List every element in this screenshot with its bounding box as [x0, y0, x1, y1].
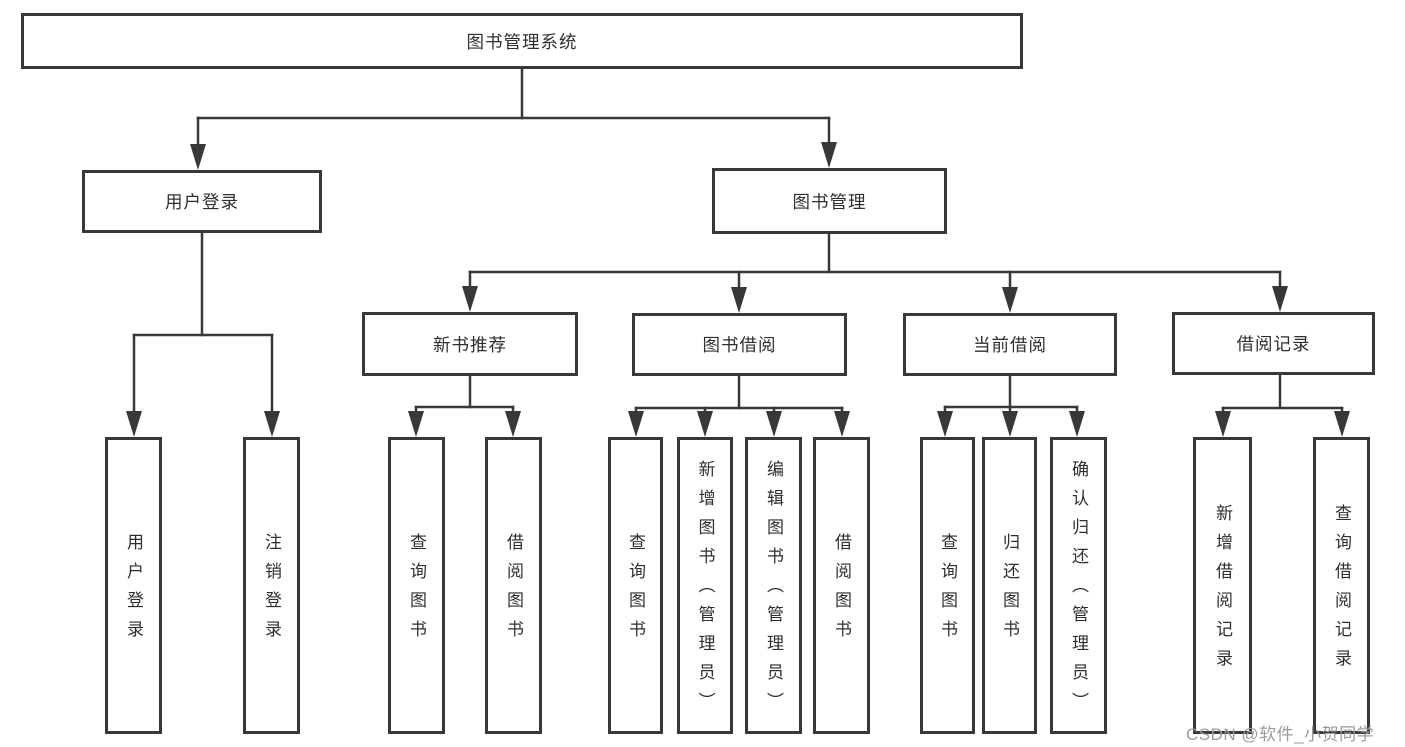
arrowhead-icon — [190, 144, 206, 170]
arrowhead-icon — [766, 411, 782, 437]
arrowhead-icon — [462, 286, 478, 312]
arrowhead-icon — [1069, 411, 1085, 437]
node-query-books-1: 查询图书 — [388, 437, 445, 734]
node-user-login: 用户登录 — [82, 170, 322, 233]
node-user-login-leaf: 用户登录 — [105, 437, 162, 734]
arrowhead-icon — [1002, 411, 1018, 437]
node-new-book-recommend: 新书推荐 — [362, 312, 578, 376]
arrowhead-icon — [1002, 287, 1018, 313]
arrowhead-icon — [1215, 411, 1231, 437]
node-query-books-3: 查询图书 — [920, 437, 975, 734]
arrowhead-icon — [697, 411, 713, 437]
node-borrow-books-2: 借阅图书 — [813, 437, 870, 734]
node-return-books: 归还图书 — [982, 437, 1037, 734]
arrowhead-icon — [1334, 411, 1350, 437]
arrowhead-icon — [1272, 286, 1288, 312]
node-query-books-2: 查询图书 — [608, 437, 663, 734]
arrowhead-icon — [628, 411, 644, 437]
node-edit-books-admin: 编辑图书（管理员） — [745, 437, 802, 734]
node-borrow-books-1: 借阅图书 — [485, 437, 542, 734]
node-add-borrow-record: 新增借阅记录 — [1193, 437, 1252, 734]
node-root: 图书管理系统 — [21, 13, 1023, 69]
arrowhead-icon — [834, 411, 850, 437]
node-confirm-return-admin: 确认归还（管理员） — [1050, 437, 1107, 734]
node-current-borrow: 当前借阅 — [903, 313, 1117, 376]
arrowhead-icon — [731, 287, 747, 313]
node-logout-leaf: 注销登录 — [243, 437, 300, 734]
node-query-borrow-record: 查询借阅记录 — [1313, 437, 1370, 734]
arrowhead-icon — [505, 411, 521, 437]
arrowhead-icon — [264, 411, 280, 437]
node-add-books-admin: 新增图书（管理员） — [677, 437, 733, 734]
arrowhead-icon — [821, 142, 837, 168]
arrowhead-icon — [408, 411, 424, 437]
node-book-management: 图书管理 — [712, 168, 947, 234]
watermark: CSDN @软件_小贺同学 — [1186, 725, 1375, 744]
node-book-borrow: 图书借阅 — [632, 313, 847, 376]
arrowhead-icon — [126, 411, 142, 437]
arrowhead-icon — [937, 411, 953, 437]
node-borrow-records: 借阅记录 — [1172, 312, 1375, 375]
